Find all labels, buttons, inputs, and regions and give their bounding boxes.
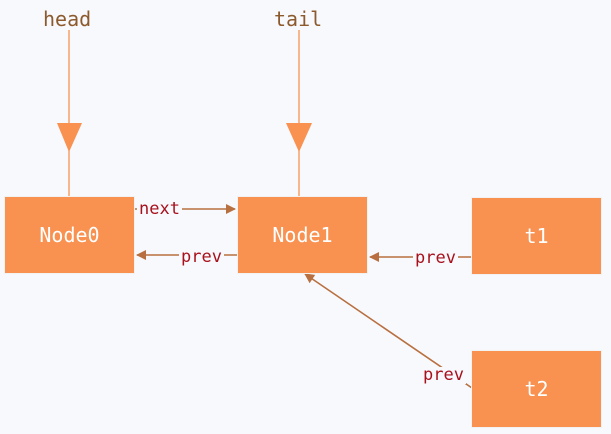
tail-pointer-arrowhead — [286, 123, 312, 152]
node0-box: Node0 — [4, 196, 135, 274]
tail-pointer-label: tail — [274, 7, 323, 31]
next-edge-label: next — [137, 199, 182, 219]
head-pointer-label: head — [43, 7, 92, 31]
head-pointer-arrowhead — [57, 123, 82, 152]
prev-edge-label-t2-node1: prev — [421, 365, 466, 385]
node1-box: Node1 — [237, 196, 368, 274]
t1-node-box: t1 — [471, 197, 602, 275]
prev-edge-label-node1-node0: prev — [179, 247, 224, 267]
t2-node-box: t2 — [471, 350, 602, 428]
prev-edge-label-t1-node1: prev — [413, 248, 458, 268]
